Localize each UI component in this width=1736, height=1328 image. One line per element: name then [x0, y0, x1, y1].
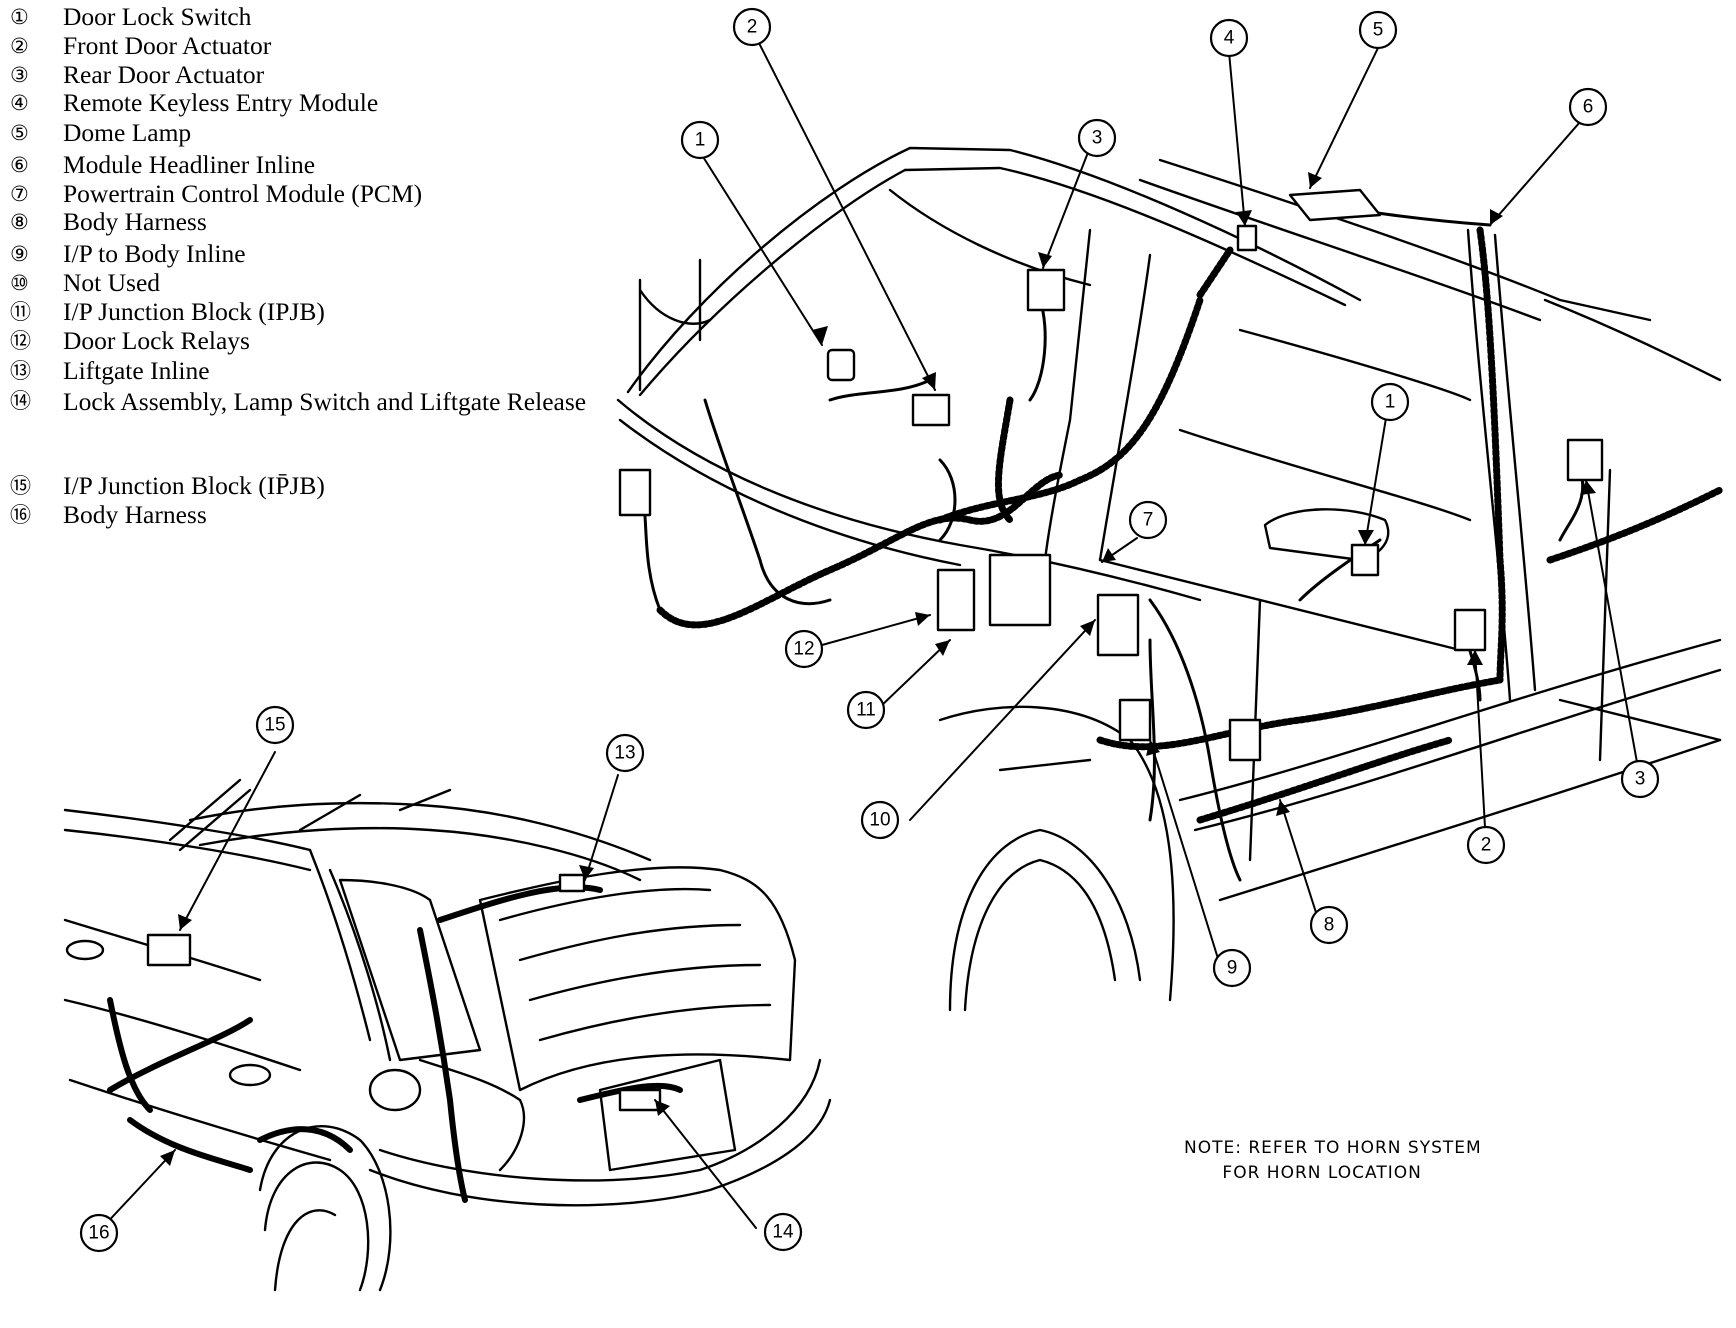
rear-components — [146, 873, 662, 1112]
legend-label: Body Harness — [63, 500, 207, 529]
legend-number: ④ — [10, 91, 29, 115]
legend-label: I/P Junction Block (IPJB) — [63, 297, 325, 326]
callout-label: 16 — [88, 1223, 109, 1244]
callout-label: 2 — [1481, 835, 1492, 856]
front-harness — [656, 226, 1724, 824]
legend-label: I/P to Body Inline — [63, 239, 246, 268]
legend-label: Rear Door Actuator — [63, 60, 265, 89]
legend-number: ⑩ — [10, 271, 29, 295]
callout-numbers: 1 2 3 4 5 6 7 1 2 3 8 9 10 11 12 13 14 1… — [88, 17, 1645, 1244]
legend-label: Door Lock Switch — [63, 2, 252, 31]
rear-vehicle-outline — [63, 778, 832, 1292]
callout-label: 2 — [747, 17, 758, 38]
note-line-2: FOR HORN LOCATION — [1184, 1163, 1422, 1183]
legend-label: Front Door Actuator — [63, 31, 272, 60]
rear-harness — [107, 884, 683, 1203]
legend-label: Not Used — [63, 268, 161, 297]
callout-circles — [79, 7, 1660, 1253]
legend-number: ② — [10, 34, 29, 58]
legend-label: Liftgate Inline — [63, 356, 210, 385]
legend-label: Dome Lamp — [63, 118, 192, 147]
legend-number: ⑭ — [10, 389, 31, 413]
callout-label: 12 — [793, 639, 814, 660]
callout-label: 8 — [1324, 915, 1335, 936]
callout-label: 1 — [1385, 392, 1396, 413]
front-components — [618, 188, 1604, 762]
callout-label: 6 — [1583, 97, 1594, 118]
legend-label: Lock Assembly, Lamp Switch and Liftgate … — [63, 387, 587, 416]
legend-number: ③ — [10, 63, 29, 87]
legend-number: ① — [10, 5, 29, 29]
callout-label: 3 — [1635, 769, 1646, 790]
front-wires — [638, 198, 1585, 882]
callout-label: 13 — [614, 743, 635, 764]
legend-label: Body Harness — [63, 207, 207, 236]
legend-label: Module Headliner Inline — [63, 150, 316, 179]
legend-number: ⑬ — [10, 359, 31, 383]
callout-label: 11 — [856, 700, 876, 721]
legend-label: Door Lock Relays — [63, 326, 250, 355]
callout-label: 7 — [1143, 510, 1154, 531]
callout-label: 10 — [869, 810, 890, 831]
legend-label: Remote Keyless Entry Module — [63, 88, 379, 117]
legend-number: ⑯ — [10, 503, 31, 527]
callout-label: 5 — [1373, 20, 1384, 41]
legend-label: I/P Junction Block (IP̄JB) — [63, 471, 325, 500]
callout-label: 9 — [1227, 958, 1238, 979]
arrowheads — [160, 172, 1596, 1166]
legend-number: ⑪ — [10, 300, 31, 324]
callout-label: 3 — [1092, 128, 1103, 149]
legend-number: ⑨ — [10, 242, 29, 266]
note-line-1: NOTE: REFER TO HORN SYSTEM — [1184, 1138, 1482, 1158]
horn-note: NOTE: REFER TO HORN SYSTEM FOR HORN LOCA… — [1184, 1136, 1482, 1186]
front-vehicle-outline — [616, 146, 1722, 1012]
callout-label: 15 — [264, 715, 285, 736]
leader-lines — [101, 44, 1641, 1229]
callout-label: 4 — [1224, 28, 1235, 49]
legend-number: ⑥ — [10, 153, 29, 177]
legend-number: ⑦ — [10, 182, 29, 206]
legend-number: ⑫ — [10, 329, 31, 353]
callout-label: 14 — [772, 1222, 794, 1243]
legend-label: Powertrain Control Module (PCM) — [63, 179, 423, 208]
legend-number: ⑤ — [10, 121, 29, 145]
legend-number: ⑧ — [10, 210, 29, 234]
legend-number: ⑮ — [10, 474, 31, 498]
callout-label: 1 — [695, 130, 706, 151]
